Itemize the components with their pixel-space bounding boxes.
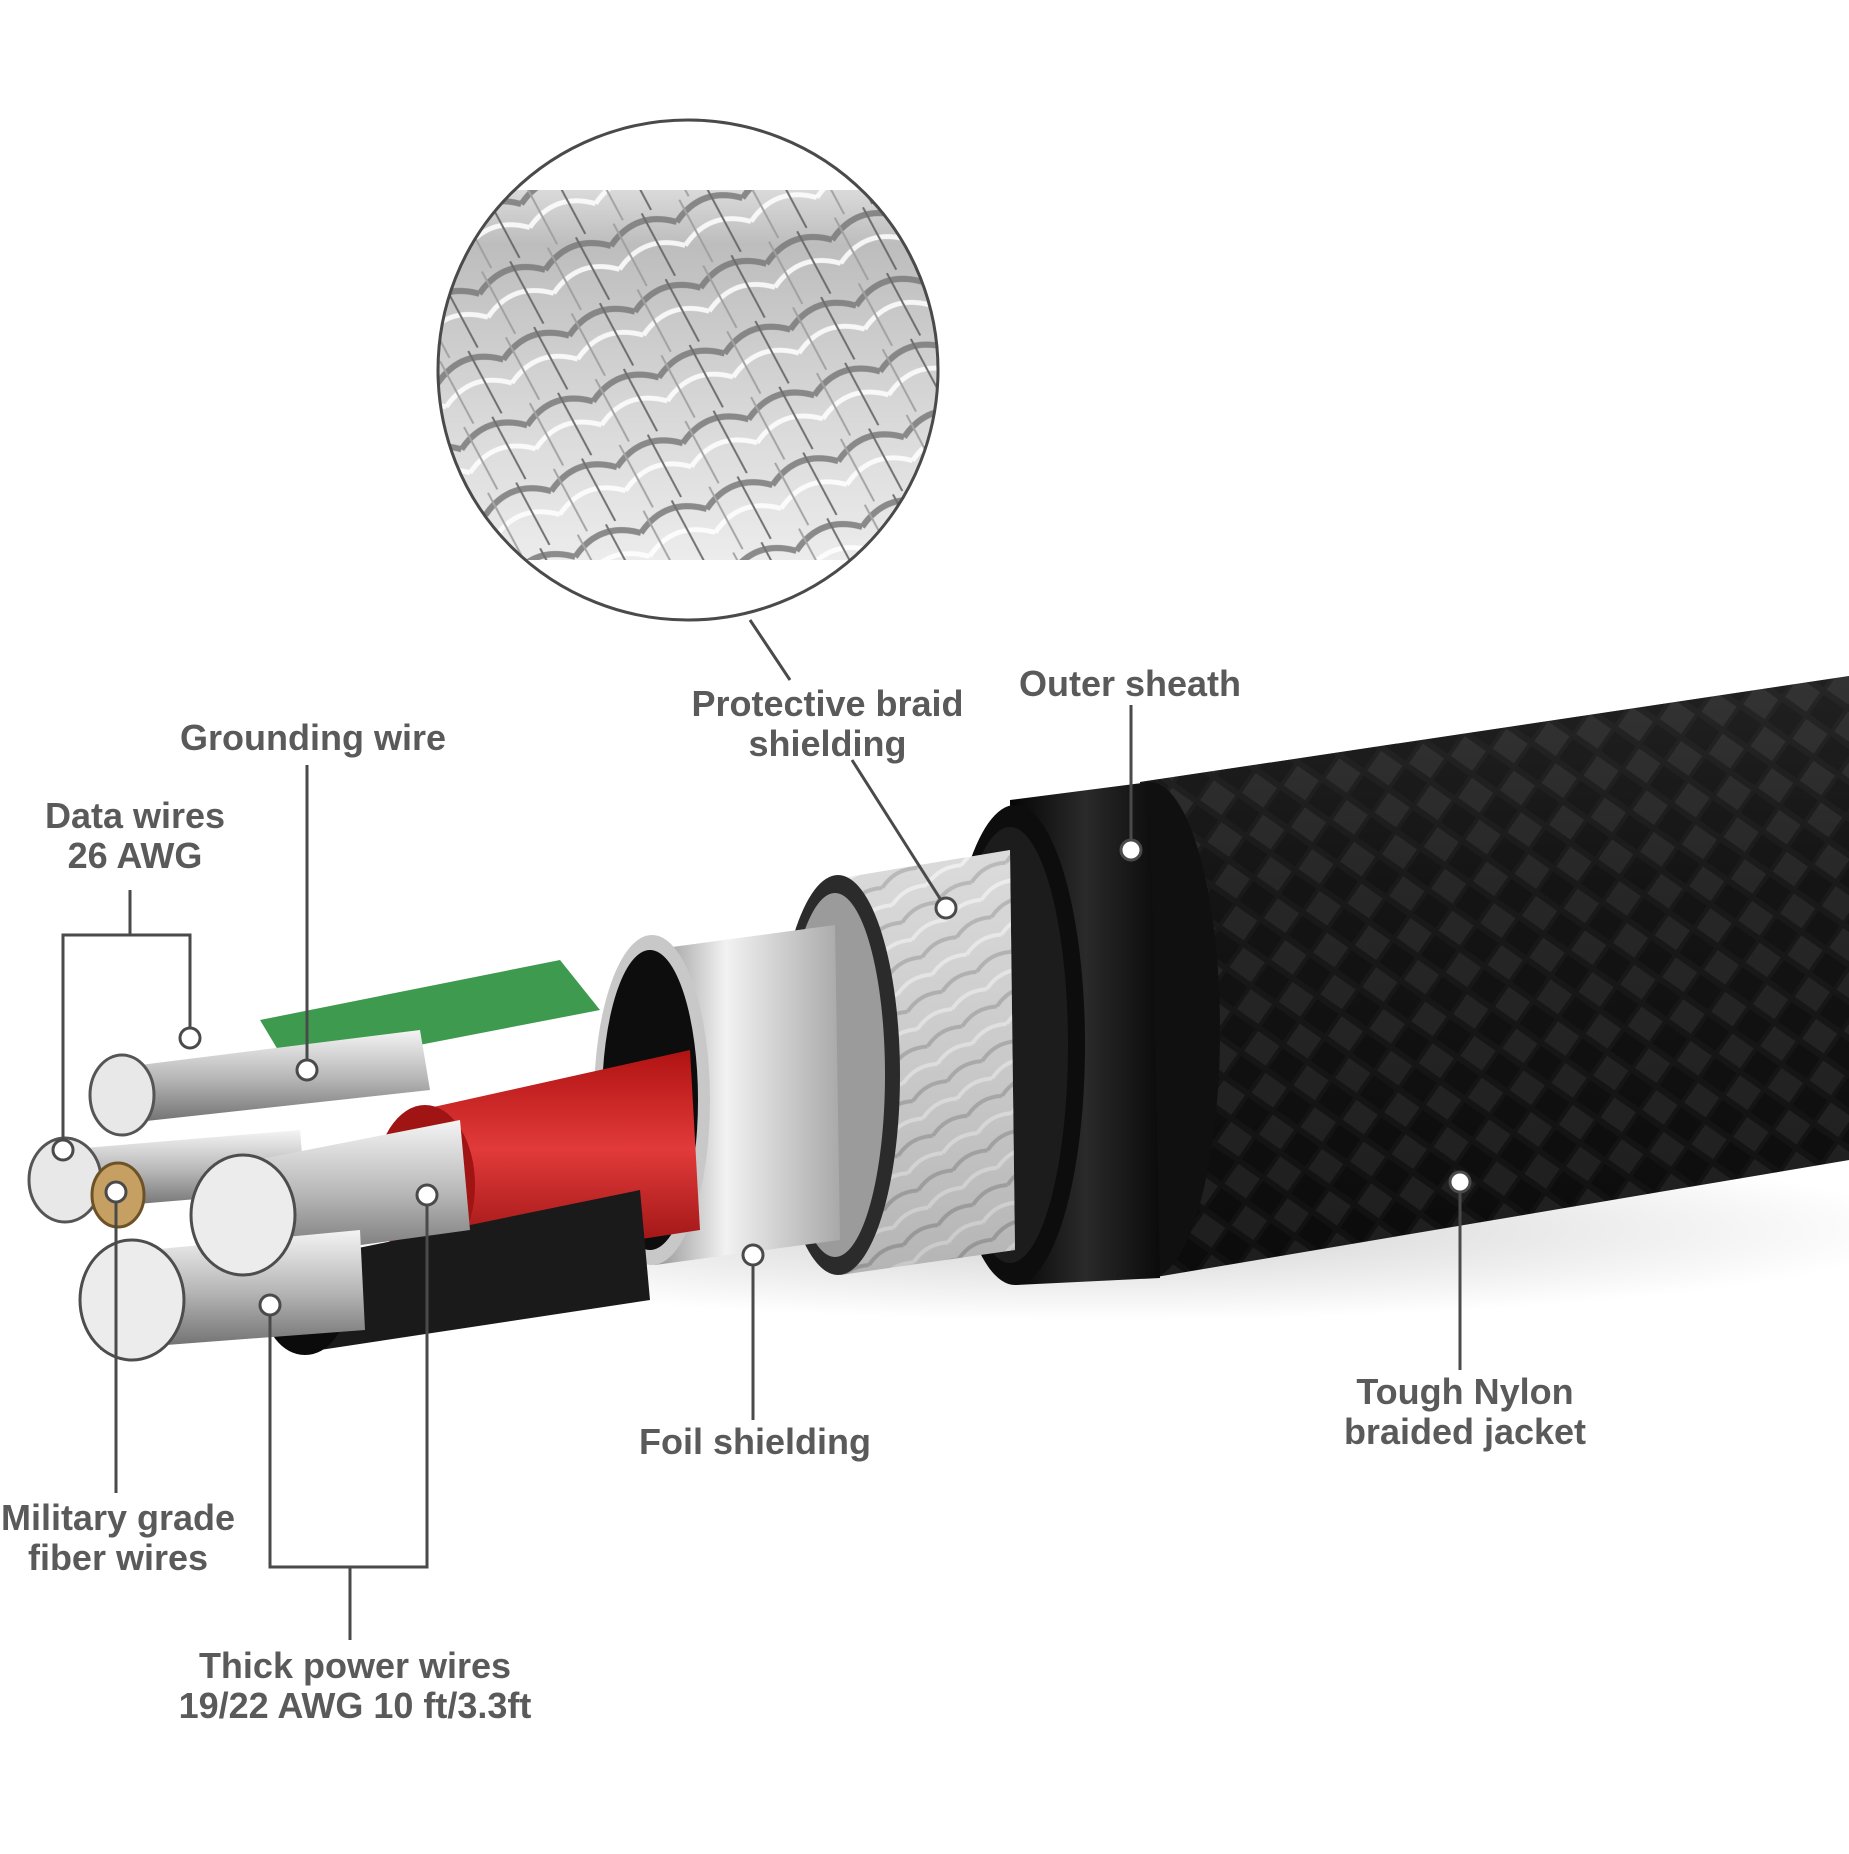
protective-braid-line-2: shielding (748, 723, 907, 764)
label-outer-sheath: Outer sheath (1010, 664, 1250, 704)
callout-dots (51, 838, 1472, 1317)
label-power-wires: Thick power wires 19/22 AWG 10 ft/3.3ft (170, 1646, 540, 1726)
label-grounding-wire: Grounding wire (180, 717, 446, 758)
label-data-wires: Data wires 26 AWG (30, 796, 240, 876)
leader-lines (61, 619, 1462, 1640)
label-military-grade: Military grade fiber wires (0, 1498, 236, 1578)
label-foil-shielding: Foil shielding (630, 1422, 880, 1462)
nylon-jacket-line-2: braided jacket (1343, 1411, 1587, 1452)
protective-braid-line-1: Protective braid (691, 683, 964, 724)
data-wires-line-1: Data wires (44, 795, 226, 836)
label-protective-braid: Protective braid shielding (690, 684, 965, 764)
military-grade-line-2: fiber wires (27, 1537, 209, 1578)
nylon-jacket-line-1: Tough Nylon (1356, 1371, 1574, 1412)
power-wires-line-1: Thick power wires (198, 1645, 512, 1686)
protective-braid (776, 850, 1015, 1275)
label-nylon-jacket: Tough Nylon braided jacket (1330, 1372, 1600, 1452)
braid-closeup-magnifier (436, 118, 940, 622)
grounding-wire-text: Grounding wire (180, 717, 446, 758)
wire-ends (27, 1053, 297, 1362)
foil-shielding-text: Foil shielding (639, 1421, 871, 1462)
data-wires-line-2: 26 AWG (67, 835, 203, 876)
military-grade-line-1: Military grade (0, 1497, 236, 1538)
outer-sheath-text: Outer sheath (1018, 663, 1242, 704)
power-wires-line-2: 19/22 AWG 10 ft/3.3ft (178, 1685, 532, 1726)
conductor-strands (60, 1030, 470, 1350)
